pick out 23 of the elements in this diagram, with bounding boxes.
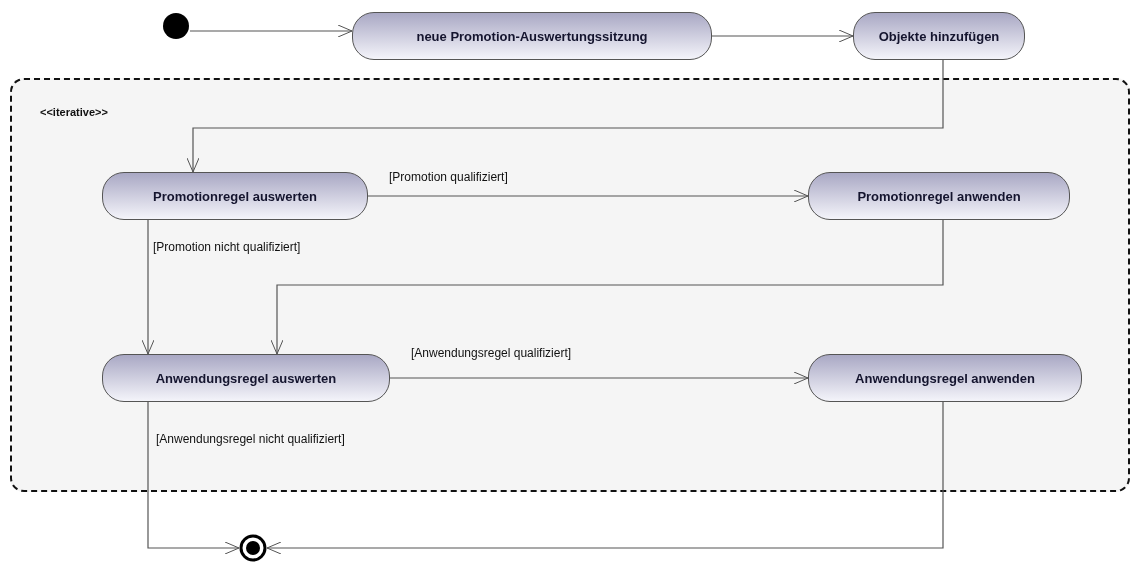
action-node: Anwendungsregel anwenden: [808, 354, 1082, 402]
final-node: [239, 534, 267, 562]
stereotype-label: <<iterative>>: [40, 106, 108, 118]
edge-label: [Anwendungsregel qualifiziert]: [410, 346, 573, 360]
arrow: [367, 189, 809, 203]
arrow: [147, 401, 240, 555]
edge-label: [Anwendungsregel nicht qualifiziert]: [155, 432, 346, 446]
arrow: [141, 219, 155, 355]
arrow: [266, 401, 944, 555]
initial-node: [162, 12, 190, 40]
arrow: [189, 24, 353, 38]
action-node: Promotionregel auswerten: [102, 172, 368, 220]
edge-label: [Promotion nicht qualifiziert]: [152, 240, 302, 254]
action-node: Anwendungsregel auswerten: [102, 354, 390, 402]
edge-label: [Promotion qualifiziert]: [388, 170, 509, 184]
arrow: [186, 59, 944, 173]
action-node: neue Promotion-Auswertungssitzung: [352, 12, 712, 60]
arrow: [389, 371, 809, 385]
arrow: [270, 219, 944, 355]
action-node: Promotionregel anwenden: [808, 172, 1070, 220]
action-node: Objekte hinzufügen: [853, 12, 1025, 60]
arrow: [711, 29, 854, 43]
iterative-region: [10, 78, 1130, 492]
